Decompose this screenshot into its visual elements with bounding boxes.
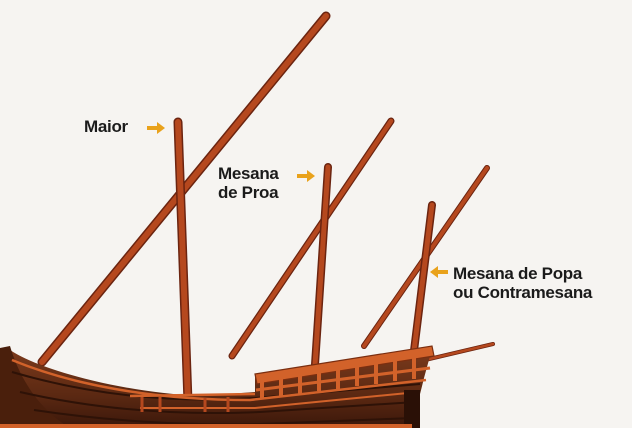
label-mesana-de-proa-line2: de Proa	[218, 183, 279, 202]
label-maior: Maior	[84, 117, 128, 136]
arrow-right-icon	[297, 170, 315, 182]
label-mesana-de-proa: Mesana de Proa	[218, 164, 279, 202]
stern-castle-rail	[129, 345, 435, 412]
label-mesana-de-popa-line2: ou Contramesana	[453, 283, 593, 302]
arrow-right-icon	[147, 122, 165, 134]
masts	[173, 117, 436, 407]
arrow-left-icon	[430, 266, 448, 278]
bottom-stripe	[0, 424, 412, 428]
label-maior-text: Maior	[84, 117, 128, 136]
label-mesana-de-popa-line1: Mesana de Popa	[453, 264, 583, 283]
label-mesana-de-popa: Mesana de Popa ou Contramesana	[453, 264, 592, 302]
label-mesana-de-proa-line1: Mesana	[218, 164, 279, 183]
